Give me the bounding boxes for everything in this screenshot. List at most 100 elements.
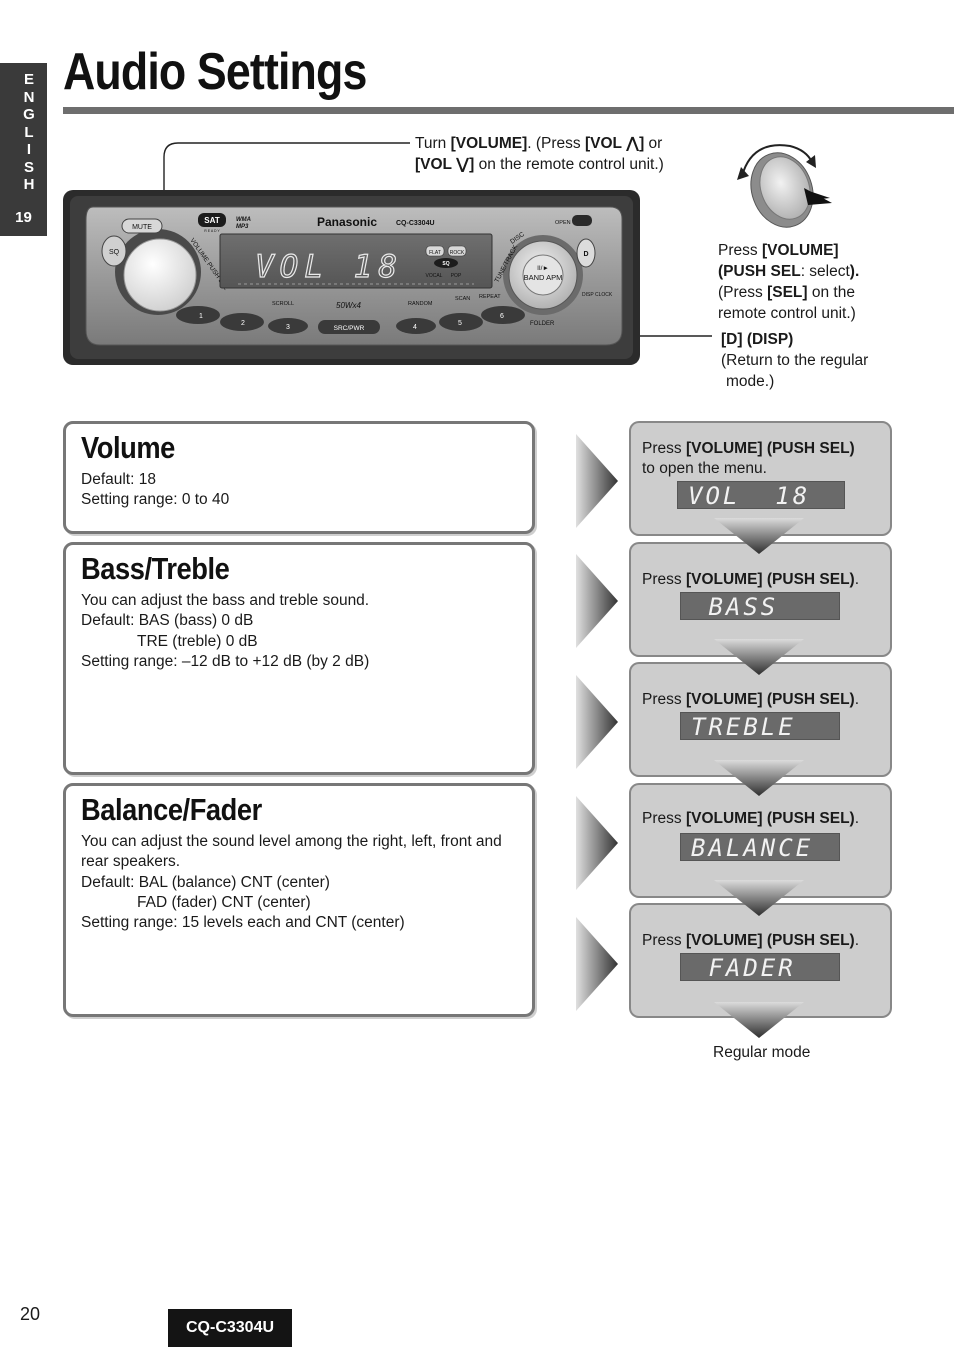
step-lcd-display: VOL 18 bbox=[677, 481, 845, 510]
callout-bold: [VOL ⋁] bbox=[415, 156, 475, 173]
callout-text: or bbox=[644, 135, 663, 152]
step-text: Press [VOLUME] (PUSH SEL). bbox=[642, 809, 882, 829]
flat-label: FLAT bbox=[429, 250, 441, 256]
leader-line-volume bbox=[163, 142, 410, 240]
setting-title: Balance/Fader bbox=[81, 792, 262, 827]
volume-knob[interactable] bbox=[123, 238, 197, 312]
step-pre: Press bbox=[642, 440, 686, 457]
step-post: . bbox=[854, 691, 860, 708]
setting-line: You can adjust the bass and treble sound… bbox=[81, 592, 370, 609]
preset-buttons: 1 2 3 SRC/PWR 4 5 6 bbox=[176, 306, 525, 334]
step-post: . bbox=[854, 571, 860, 588]
callout-disp: [D] (DISP) (Return to the regular mode.) bbox=[721, 329, 901, 392]
preset-button-5[interactable] bbox=[439, 313, 483, 331]
d-button-label: D bbox=[583, 251, 588, 258]
step-box: Press [VOLUME] (PUSH SEL). BASS bbox=[629, 542, 892, 657]
open-button[interactable] bbox=[572, 215, 592, 226]
step-lcd-display: TREBLE bbox=[680, 712, 840, 741]
preset-label-2: 2 bbox=[241, 320, 245, 327]
flow-right-arrow bbox=[576, 917, 618, 1011]
callout-text: on the bbox=[807, 284, 855, 301]
callout-text: (Return to the regular bbox=[721, 352, 869, 369]
callout-text: (Press bbox=[718, 284, 768, 301]
preset-label-3: 3 bbox=[286, 324, 290, 331]
step-lcd-display: FADER bbox=[680, 953, 840, 982]
step-pre: Press bbox=[642, 691, 686, 708]
callout-push-sel: Press [VOLUME] (PUSH SEL: select). (Pres… bbox=[718, 240, 908, 324]
step-text: Press [VOLUME] (PUSH SEL) to open the me… bbox=[642, 439, 882, 479]
sat-ready-label: R E A D Y bbox=[204, 229, 220, 233]
setting-line: Default: BAL (balance) CNT (center) bbox=[81, 873, 330, 891]
callout-bold: [VOLUME] bbox=[761, 242, 839, 259]
power-rating-label: 50Wx4 bbox=[336, 301, 361, 310]
brand-logo: Panasonic bbox=[317, 215, 377, 229]
step-post: . bbox=[854, 810, 860, 827]
wma-label: WMA bbox=[236, 217, 251, 223]
callout-bold: [SEL] bbox=[767, 284, 808, 301]
pop-label: POP bbox=[451, 273, 462, 279]
step-lcd-display: BALANCE bbox=[680, 833, 840, 862]
play-pause-label: II/► bbox=[537, 265, 549, 272]
callout-bold: [VOL ⋀] bbox=[584, 135, 645, 152]
src-pwr-button[interactable] bbox=[318, 320, 380, 334]
language-letter: G bbox=[23, 106, 35, 123]
step-text: Press [VOLUME] (PUSH SEL). bbox=[642, 931, 882, 951]
step-bold: [VOLUME] (PUSH SEL) bbox=[685, 810, 855, 827]
device-model-label: CQ-C3304U bbox=[396, 220, 435, 227]
step-box: Press [VOLUME] (PUSH SEL). BALANCE bbox=[629, 783, 892, 898]
callout-text: remote control unit.) bbox=[718, 305, 856, 322]
callout-text: : select bbox=[800, 263, 850, 280]
open-label: OPEN bbox=[555, 220, 571, 226]
step-bold: [VOLUME] (PUSH SEL) bbox=[685, 691, 855, 708]
flow-down-arrow bbox=[714, 760, 804, 796]
folder-label: FOLDER bbox=[530, 321, 555, 327]
language-letter: E bbox=[23, 71, 34, 88]
language-letter: H bbox=[23, 176, 35, 193]
preset-button-6[interactable] bbox=[481, 306, 525, 324]
callout-text: mode.) bbox=[726, 373, 775, 390]
src-pwr-label: SRC/PWR bbox=[334, 325, 365, 332]
step-post: . bbox=[854, 932, 860, 949]
language-letters: E N G L I S H bbox=[20, 71, 38, 194]
setting-line: Default: BAS (bass) 0 dB bbox=[81, 612, 254, 630]
flow-arrows bbox=[576, 434, 618, 1011]
setting-line: Setting range: 15 levels each and CNT (c… bbox=[81, 914, 405, 932]
preset-label-4: 4 bbox=[413, 324, 417, 331]
setting-body: You can adjust the bass and treble sound… bbox=[81, 591, 369, 672]
language-tab: E N G L I S H 19 bbox=[0, 63, 47, 236]
flow-right-arrow bbox=[576, 434, 618, 528]
band-label: BAND APM bbox=[524, 273, 563, 282]
setting-line: TRE (treble) 0 dB bbox=[137, 632, 258, 650]
preset-button-1[interactable] bbox=[176, 306, 220, 324]
flow-down-arrow bbox=[714, 880, 804, 916]
step-pre: Press bbox=[642, 932, 686, 949]
flow-down-arrow bbox=[714, 1002, 804, 1038]
setting-box-bass-treble: Bass/Treble You can adjust the bass and … bbox=[63, 542, 535, 775]
flow-down-chevrons bbox=[714, 518, 804, 1038]
vocal-label: VOCAL bbox=[426, 273, 443, 279]
sat-badge: SAT bbox=[204, 216, 220, 225]
setting-body: Default: 18 Setting range: 0 to 40 bbox=[81, 470, 229, 511]
d-disp-button[interactable] bbox=[576, 238, 596, 268]
callout-bold: [D] (DISP) bbox=[721, 331, 794, 348]
step-bold: [VOLUME] (PUSH SEL) bbox=[685, 440, 855, 457]
flow-right-arrow bbox=[576, 796, 618, 890]
title-rule bbox=[63, 107, 954, 114]
setting-title: Volume bbox=[81, 430, 175, 465]
preset-button-4[interactable] bbox=[396, 318, 436, 334]
band-apm-button[interactable] bbox=[522, 254, 564, 296]
preset-label-6: 6 bbox=[500, 313, 504, 320]
setting-box-balance-fader: Balance/Fader You can adjust the sound l… bbox=[63, 783, 535, 1017]
flow-right-arrow bbox=[576, 554, 618, 648]
scan-label: SCAN bbox=[455, 296, 470, 302]
flow-right-arrow bbox=[576, 675, 618, 769]
preset-button-3[interactable] bbox=[268, 318, 308, 334]
right-arrows bbox=[576, 434, 618, 1011]
callout-text: Press bbox=[718, 242, 762, 259]
callout-volume-turn: Turn [VOLUME]. (Press [VOL ⋀] or [VOL ⋁]… bbox=[415, 133, 715, 175]
setting-line: rear speakers. bbox=[81, 853, 181, 871]
language-letter: I bbox=[26, 141, 32, 158]
setting-line: Default: 18 bbox=[81, 471, 156, 488]
step-pre: Press bbox=[642, 810, 686, 827]
preset-button-2[interactable] bbox=[220, 313, 264, 331]
